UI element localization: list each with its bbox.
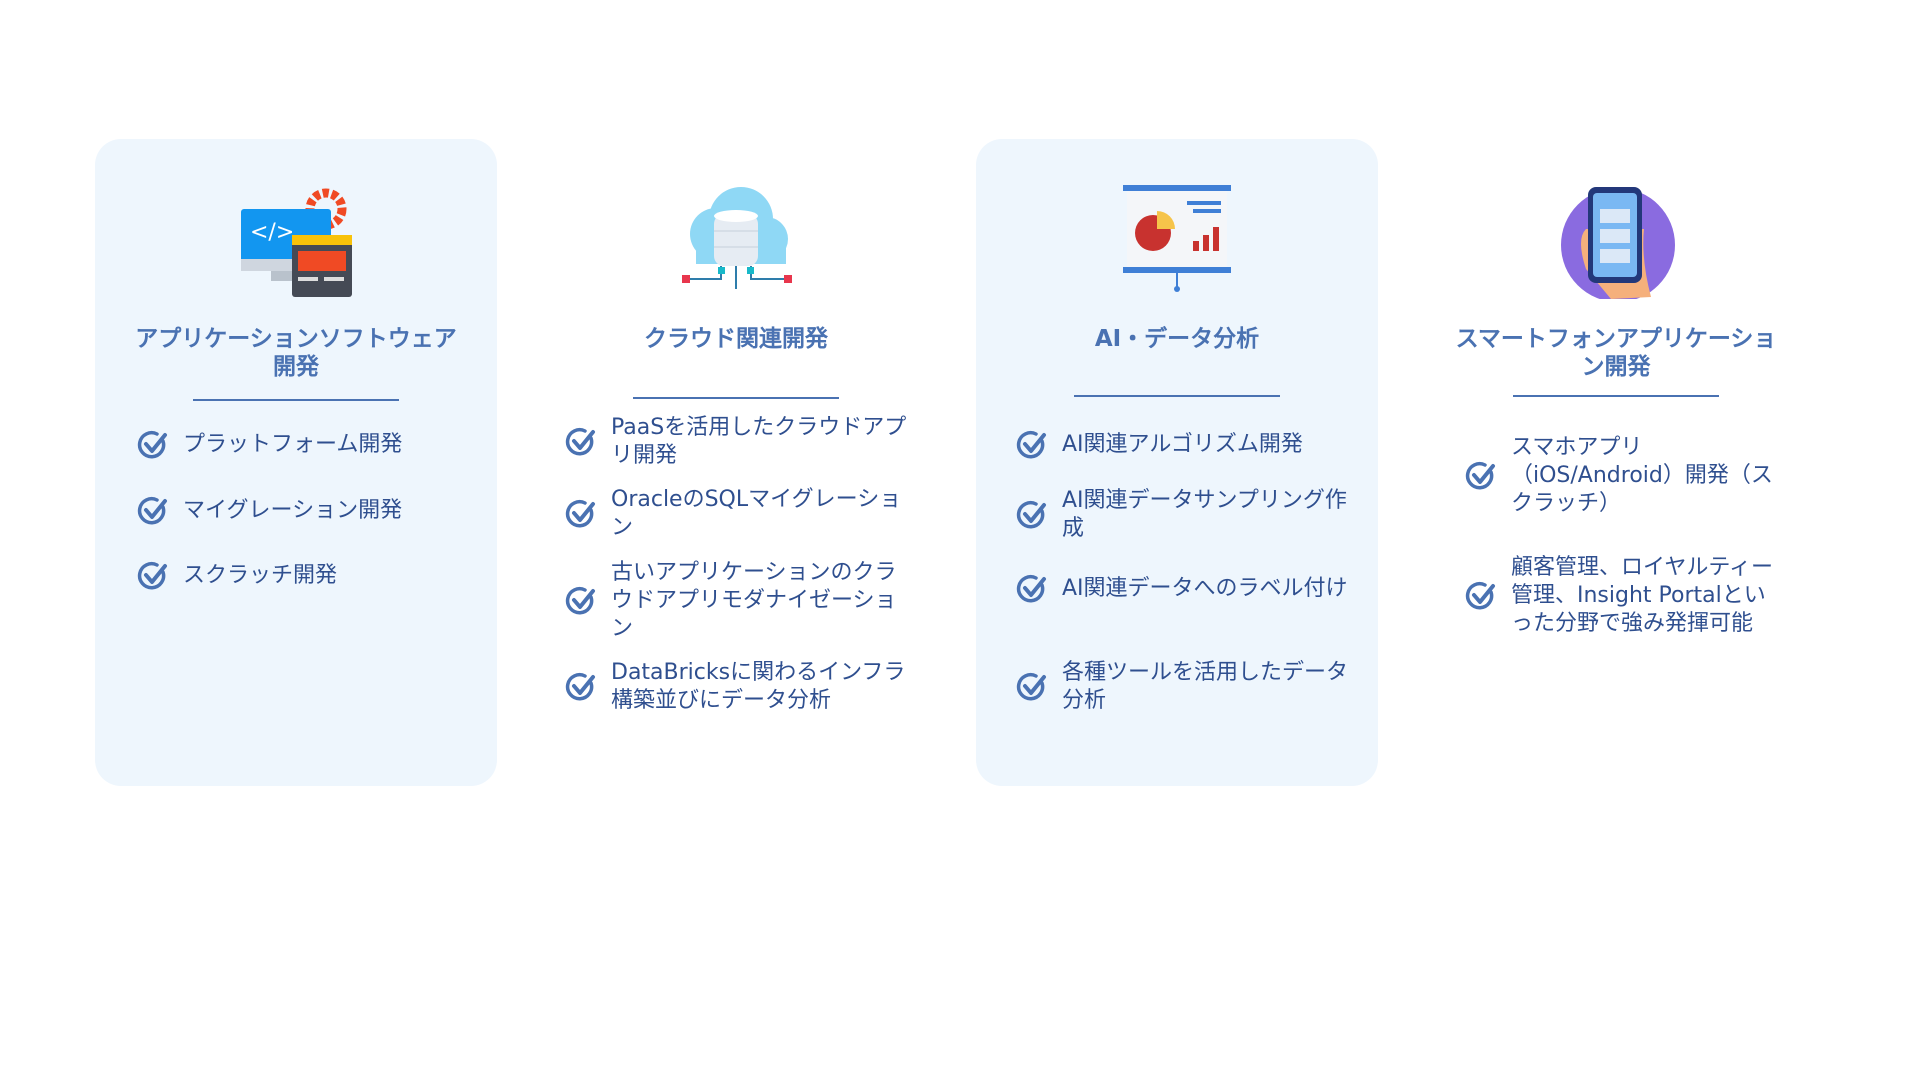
service-card-application: </> アプリケーションソフトウェア開発 プラットフォーム開発 マイグレーション… xyxy=(95,139,497,786)
list-item: 各種ツールを活用したデータ分析 xyxy=(1016,659,1358,715)
divider xyxy=(193,399,399,401)
presentation-chart-icon xyxy=(1123,185,1231,292)
list-item: スマホアプリ（iOS/Android）開発（スクラッチ） xyxy=(1465,434,1777,518)
check-circle-icon xyxy=(1016,499,1048,531)
code-monitor-gear-icon: </> xyxy=(241,188,352,297)
check-circle-icon xyxy=(137,560,169,592)
check-circle-icon xyxy=(1016,429,1048,461)
check-circle-icon xyxy=(565,585,597,617)
card-title: AI・データ分析 xyxy=(1094,326,1260,352)
divider xyxy=(633,397,839,399)
list-item: マイグレーション開発 xyxy=(137,495,477,527)
service-card-cloud: クラウド関連開発 PaaSを活用したクラウドアプリ開発 OracleのSQLマイ… xyxy=(535,139,937,786)
list-item: スクラッチ開発 xyxy=(137,560,477,592)
check-circle-icon xyxy=(137,429,169,461)
card-title: アプリケーションソフトウェア開発 xyxy=(135,326,457,380)
check-circle-icon xyxy=(1465,580,1497,612)
check-circle-icon xyxy=(565,498,597,530)
list-item: OracleのSQLマイグレーション xyxy=(565,486,917,542)
service-card-ai: AI・データ分析 AI関連アルゴリズム開発 AI関連データサンプリング作成 AI… xyxy=(976,139,1378,786)
cloud-database-icon xyxy=(682,187,792,289)
list-item: AI関連データサンプリング作成 xyxy=(1016,487,1358,543)
card-title: クラウド関連開発 xyxy=(644,326,828,352)
service-card-smartphone: スマートフォンアプリケーション開発 スマホアプリ（iOS/Android）開発（… xyxy=(1415,139,1817,786)
check-circle-icon xyxy=(1465,460,1497,492)
list-item: AI関連アルゴリズム開発 xyxy=(1016,429,1358,461)
check-circle-icon xyxy=(1016,573,1048,605)
list-item: プラットフォーム開発 xyxy=(137,429,477,461)
list-item: 古いアプリケーションのクラウドアプリモダナイゼーション xyxy=(565,559,917,643)
divider xyxy=(1074,395,1280,397)
list-item: DataBricksに関わるインフラ構築並びにデータ分析 xyxy=(565,659,917,715)
check-circle-icon xyxy=(565,671,597,703)
svg-text:</>: </> xyxy=(250,220,294,245)
check-circle-icon xyxy=(565,426,597,458)
list-item: 顧客管理、ロイヤルティー管理、Insight Portalといった分野で強み発揮… xyxy=(1465,554,1777,638)
check-circle-icon xyxy=(1016,671,1048,703)
list-item: PaaSを活用したクラウドアプリ開発 xyxy=(565,414,917,470)
check-circle-icon xyxy=(137,495,169,527)
list-item: AI関連データへのラベル付け xyxy=(1016,573,1358,605)
divider xyxy=(1513,395,1719,397)
smartphone-hand-icon xyxy=(1561,187,1675,299)
card-title: スマートフォンアプリケーション開発 xyxy=(1455,326,1777,380)
